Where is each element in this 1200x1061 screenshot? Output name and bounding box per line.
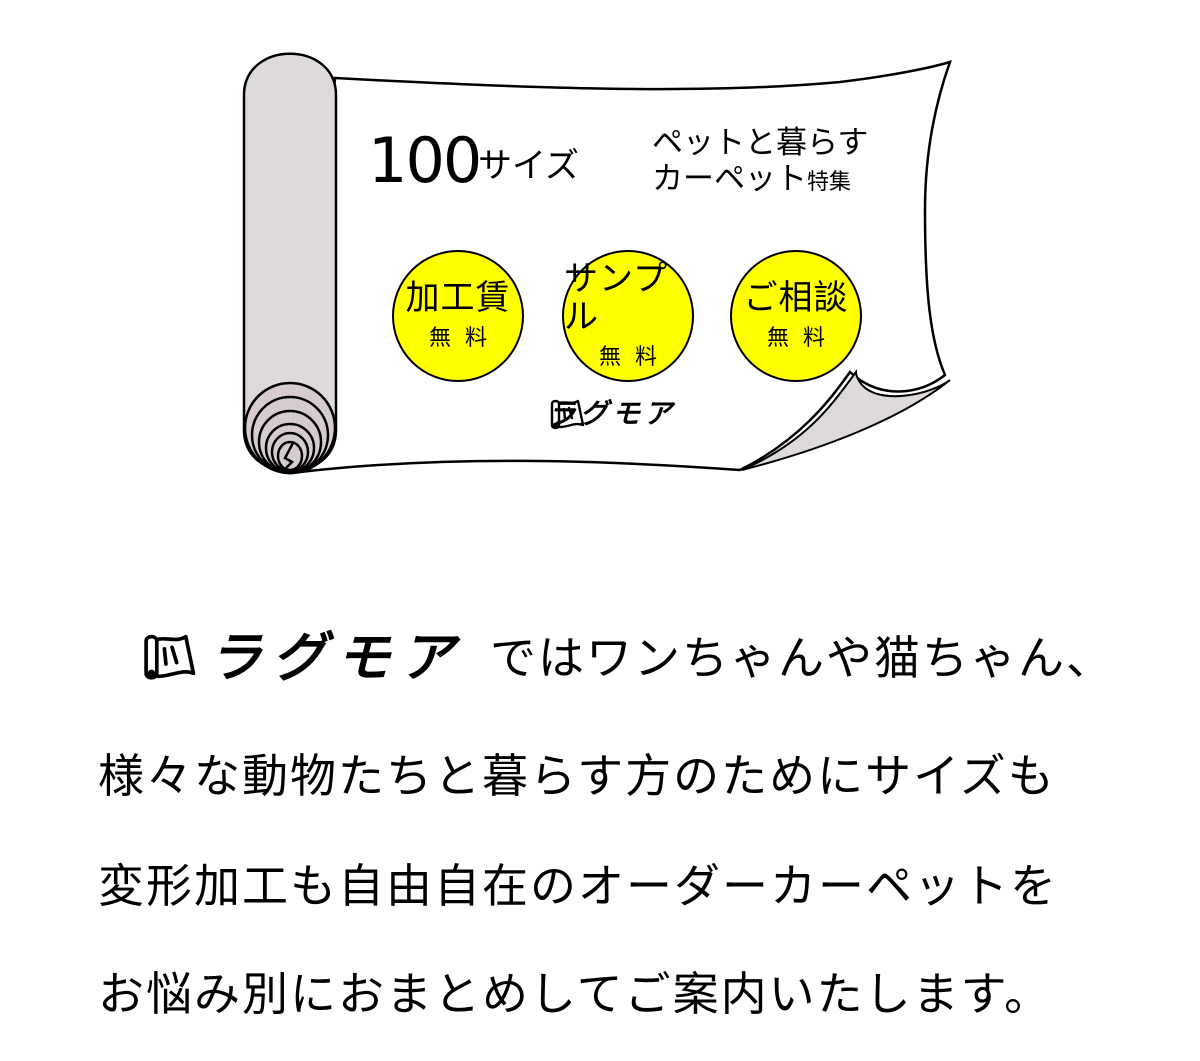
banner-logo: ラグモア bbox=[548, 398, 676, 430]
badge-processing-free: 加工賃 無料 bbox=[392, 250, 524, 382]
copy-line-3-rest: のオーダーカーペットを bbox=[530, 859, 1058, 913]
rug-logo-icon bbox=[550, 399, 585, 430]
copy-line-1-text: ではワンちゃんや猫ちゃん、 bbox=[490, 631, 1114, 685]
carpet-banner-illustration: 100 サイズ ペットと暮らす カーペット特集 加工賃 無料 サンプル 無料 ご… bbox=[0, 0, 1200, 500]
headline-number: 100 bbox=[368, 124, 482, 197]
copy-line-3: 変形加工も自由自在のオーダーカーペットを bbox=[60, 858, 1058, 918]
badge-consultation-free: ご相談 無料 bbox=[730, 250, 862, 382]
badge-title: 加工賃 bbox=[405, 278, 511, 318]
copy-line-1: ラグモア ではワンちゃんや猫ちゃん、 bbox=[140, 630, 1114, 686]
banner-subtitle-line1: ペットと暮らす bbox=[652, 125, 869, 161]
badge-subtitle: 無料 bbox=[428, 326, 501, 351]
badge-sample-free: サンプル 無料 bbox=[562, 250, 694, 382]
copy-line-4-rest: してご案内いたします。 bbox=[530, 967, 1053, 1021]
copy-line-2: 様々な動物たちと暮らす方のためにサイズも bbox=[98, 749, 1056, 803]
banner-subtitle-main: カーペット bbox=[652, 161, 807, 197]
badge-subtitle: 無料 bbox=[766, 326, 839, 351]
badge-title: サンプル bbox=[564, 259, 668, 337]
copy-line-4: お悩み別におまとめしてご案内いたします。 bbox=[58, 966, 1053, 1022]
headline-suffix: サイズ bbox=[478, 146, 579, 186]
banner-subtitle-small: 特集 bbox=[807, 170, 852, 195]
badge-title: ご相談 bbox=[743, 278, 849, 318]
brand-name: ラグモア bbox=[208, 626, 464, 689]
badge-subtitle: 無料 bbox=[598, 345, 671, 370]
highlighted-phrase: お悩み別におまとめ bbox=[58, 967, 538, 1021]
banner-subtitle-line2: カーペット特集 bbox=[652, 162, 851, 200]
rug-logo-icon bbox=[144, 634, 196, 680]
highlighted-phrase: 変形加工も自由自在 bbox=[60, 859, 540, 918]
